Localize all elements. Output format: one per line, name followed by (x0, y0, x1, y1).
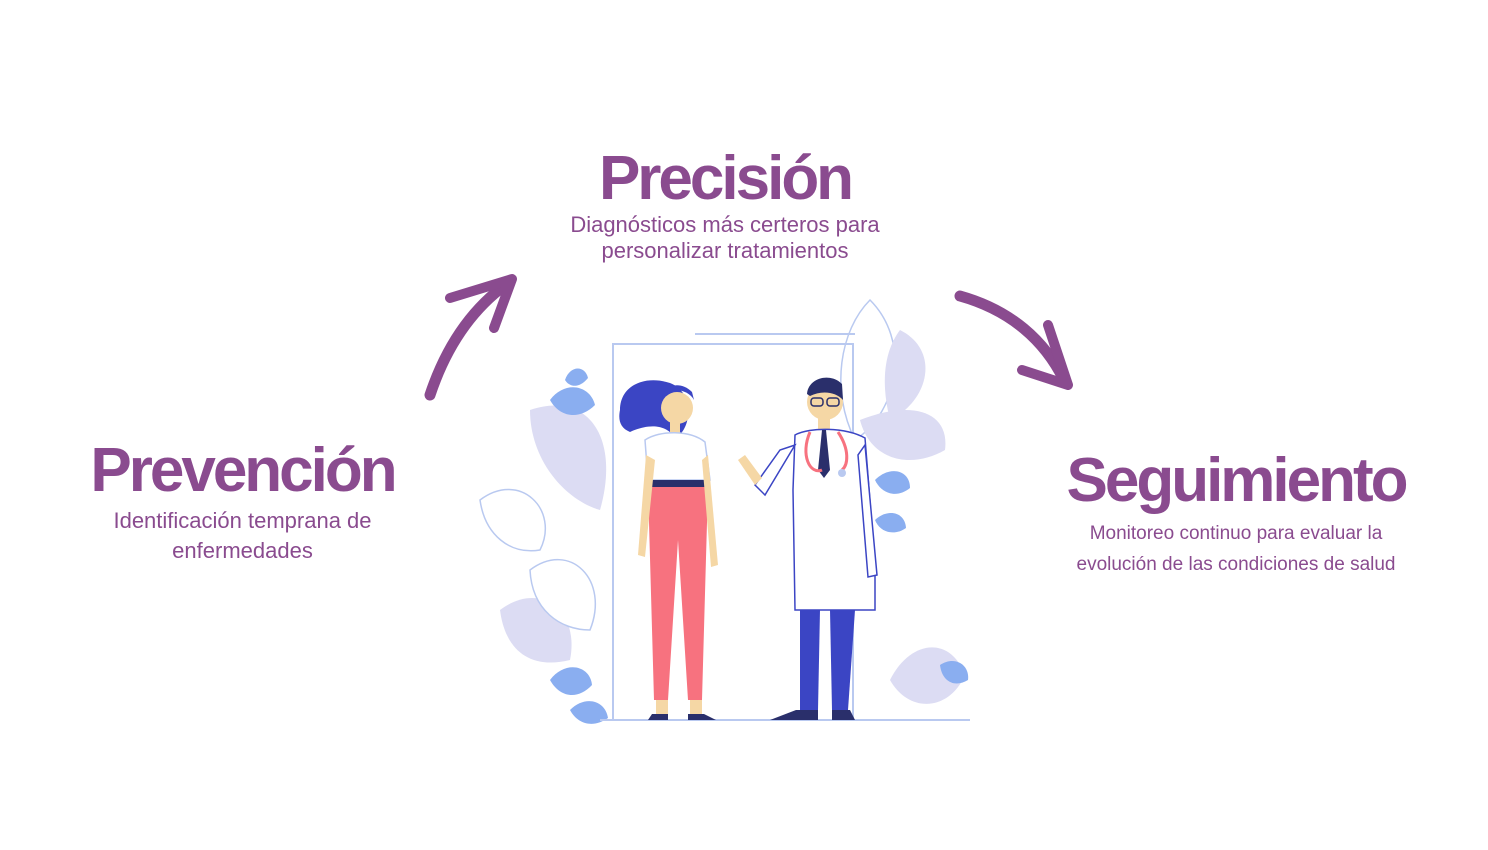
leaves-icon (479, 298, 969, 724)
stage-precision-title: Precisión (598, 144, 854, 213)
stage-prevention-description-line1: Identificación temprana de (113, 508, 372, 533)
stage-prevention: Prevención Identificación temprana de en… (60, 440, 425, 562)
stage-precision-description-line2: personalizar tratamientos (601, 238, 849, 263)
doctor-figure-icon (738, 377, 878, 720)
arrow-down-right-icon (954, 290, 1073, 390)
stage-followup-title: Seguimiento (1066, 446, 1408, 515)
doctor-patient-illustration-icon (479, 298, 970, 724)
stage-precision: Precisión Diagnósticos más certeros para… (520, 148, 930, 262)
stage-prevention-description-line2: enfermedades (172, 538, 313, 563)
stage-followup: Seguimiento Monitoreo continuo para eval… (1030, 446, 1442, 575)
stage-precision-description-line1: Diagnósticos más certeros para (570, 212, 880, 237)
stage-followup-description-line1: Monitoreo continuo para evaluar la (1089, 523, 1383, 544)
patient-figure-icon (619, 380, 718, 720)
stage-followup-description-line2: evolución de las condiciones de salud (1076, 554, 1396, 575)
stage-prevention-title: Prevención (90, 436, 397, 505)
arrow-up-right-icon (424, 274, 517, 401)
